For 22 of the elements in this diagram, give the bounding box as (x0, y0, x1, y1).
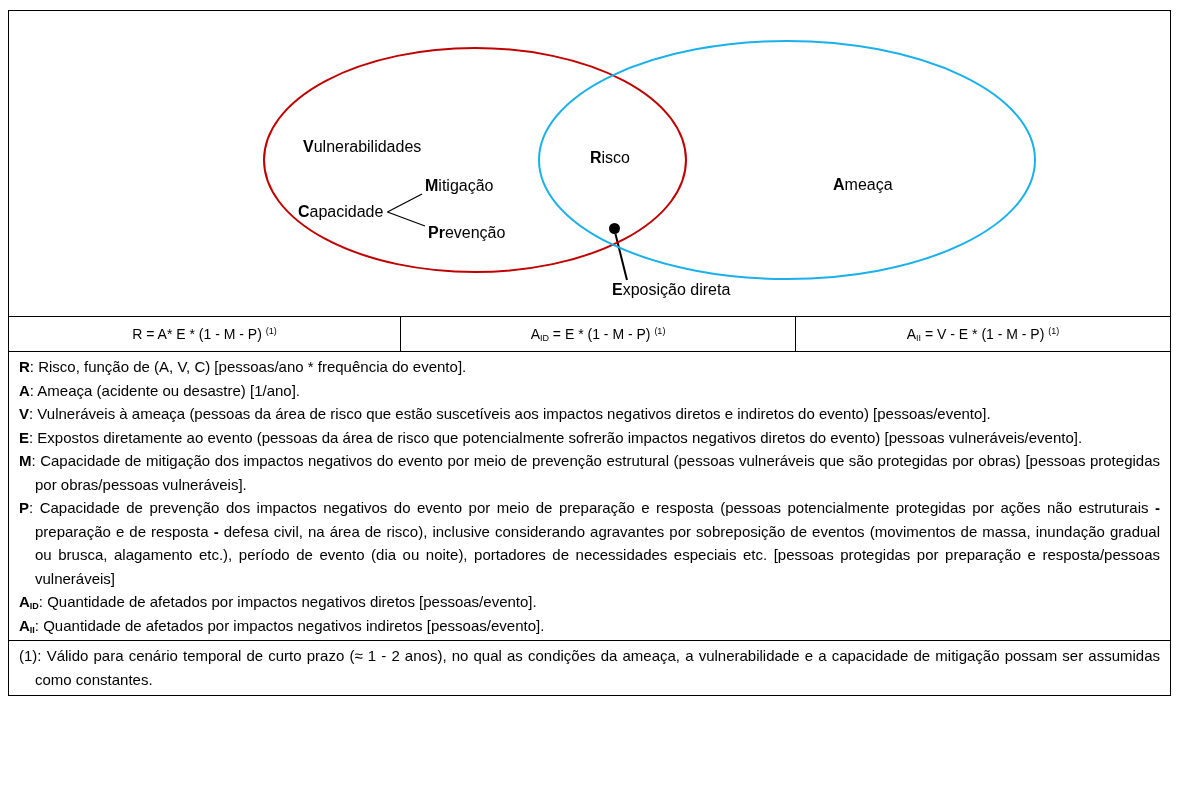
ellipse-label: Vulnerabilidades (303, 137, 422, 157)
definition-text: P: Capacidade de prevenção dos impactos negativos do evento por meio de preparação e resposta (pessoas potencialmente protegidas por ações não estruturais - preparação e de resposta - defesa civil, na área de risco), inclusive considerando agravantes por sobreposição de eventos (movimentos de massa, inundação gradual ou brusca, alagamento etc.), período de evento (dia ou noite), portadores de necessidades especiais etc. [pessoas protegidas por preparação e resposta/pessoas vulneráveis] (19, 499, 1160, 587)
leader-line (614, 233, 628, 281)
bracket-line (386, 193, 423, 213)
footnote-text: (1): Válido para cenário temporal de curto prazo (≈ 1 - 2 anos), no qual as condições da ameaça, a vulnerabilidade e a capacidade de mitigação possam ser assumidas como constantes. (19, 647, 1160, 688)
formula-text: A$_{ID}$ = E * (1 - M - P) $^{(1)}$ (530, 324, 666, 345)
text-label: Exposição direta (612, 280, 731, 300)
text-label: Risco (590, 148, 630, 168)
text-label: Mitigação (425, 176, 494, 196)
text-label: Prevenção (428, 223, 506, 243)
definition-text: A$_{II}$: Quantidade de afetados por impactos negativos indiretos [pessoas/evento]. (19, 616, 545, 634)
formula-text: A$_{II}$ = V - E * (1 - M - P) $^{(1)}$ (906, 324, 1060, 345)
ellipse-label: Ameaça (833, 175, 893, 195)
bracket-line (386, 211, 426, 227)
formula-text: R = A* E * (1 - M - P) $^{(1)}$ (132, 324, 277, 344)
definition-text: E: Expostos diretamente ao evento (pessoas da área de risco que potencialmente sofrerão impactos negativos diretos do evento) [pessoas vulneráveis/evento]. (19, 428, 1083, 446)
definition-text: R: Risco, função de (A, V, C) [pessoas/ano * frequência do evento]. (19, 358, 467, 375)
definition-text: A$_{ID}$: Quantidade de afetados por impactos negativos diretos [pessoas/evento]. (19, 593, 537, 610)
text-label: Capacidade (298, 202, 384, 222)
definition-text: M: Capacidade de mitigação dos impactos negativos do evento por meio de prevenção estrutural (pessoas vulneráveis que são protegidas por obras) [pessoas protegidas por obras/pessoas vulneráveis]. (19, 452, 1160, 493)
definition-text: V: Vulneráveis à ameaça (pessoas da área de risco que estão suscetíveis aos impactos negativos diretos e indiretos do evento) [pessoas/evento]. (19, 405, 991, 422)
definition-text: A: Ameaça (acidente ou desastre) [1/ano]. (19, 381, 300, 399)
